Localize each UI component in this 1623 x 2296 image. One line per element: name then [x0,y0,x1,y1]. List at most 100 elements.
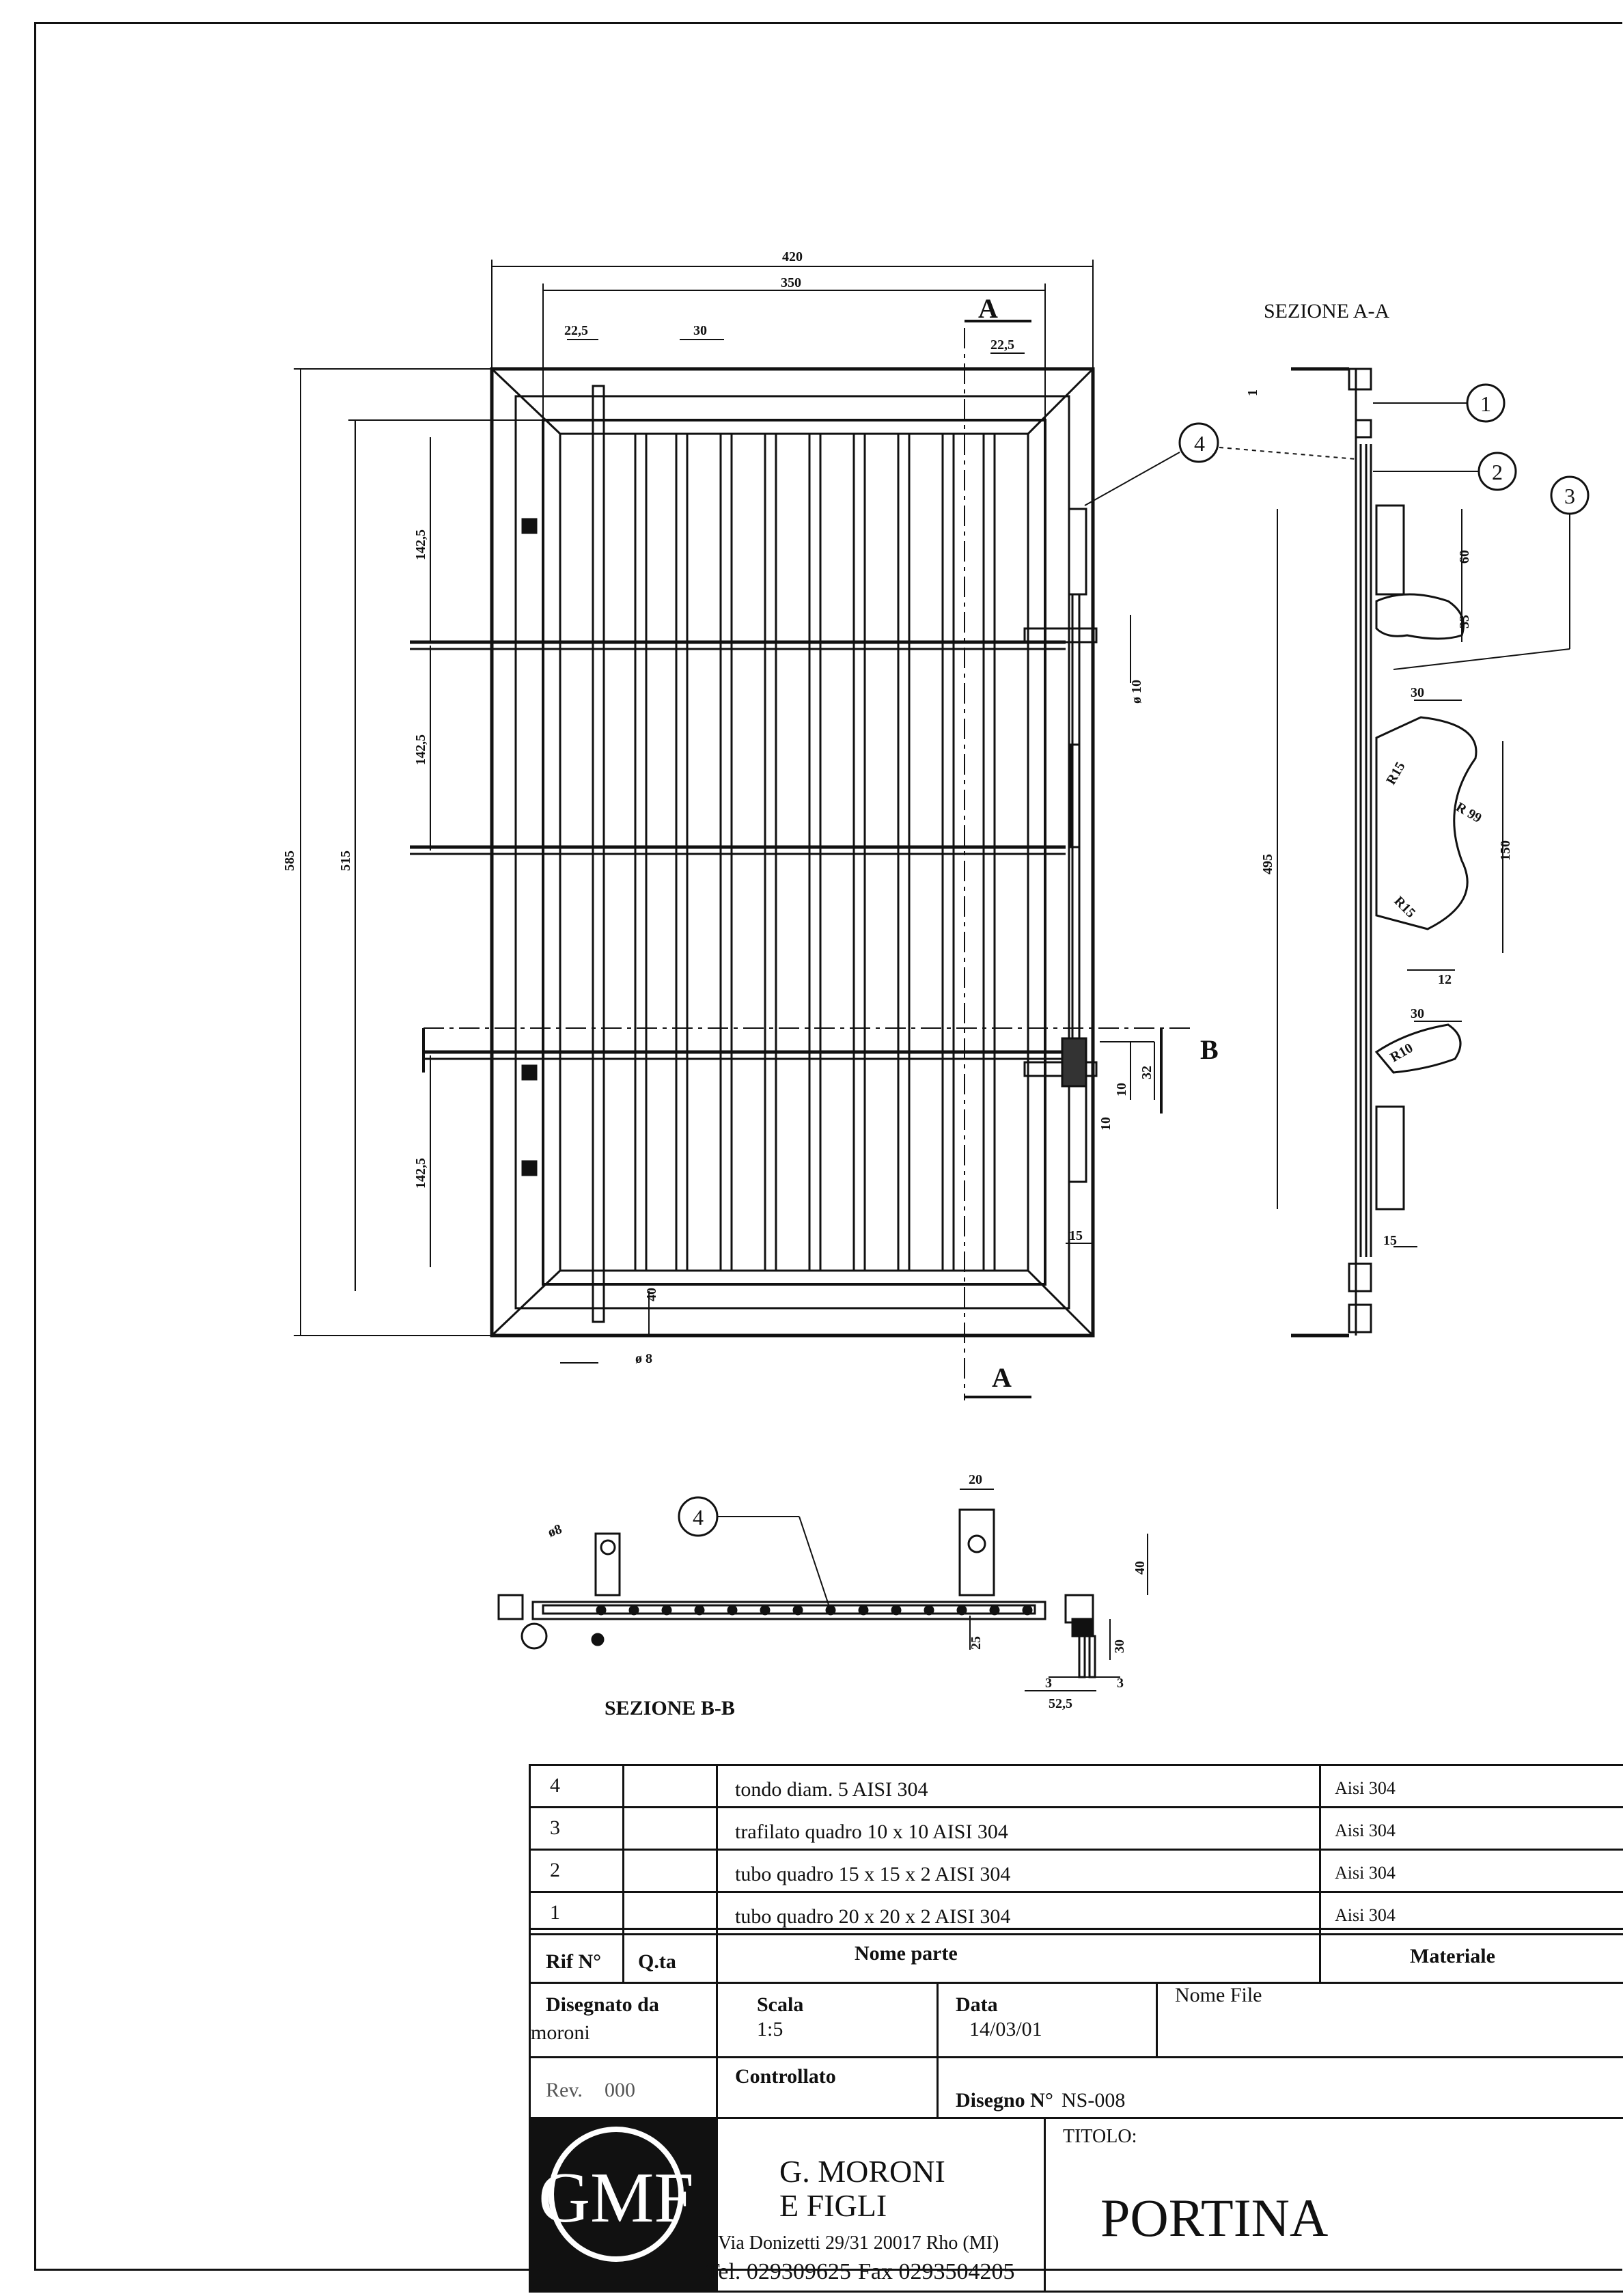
section-bb-view [497,1489,1148,1691]
company-cell: G. MORONI E FIGLI Via Donizetti 29/31 20… [706,2117,1046,2293]
filename-cell: Nome File [1156,1982,1623,2058]
header-material-cell: Materiale [1319,1928,1623,1984]
dim-10b: 10 [1098,1117,1113,1131]
aa-dim-60: 60 [1457,550,1472,564]
part-material-cell: Aisi 304 [1319,1764,1623,1808]
dim-spacing-top: 142,5 [413,529,428,560]
bb-dim-40: 40 [1133,1561,1148,1575]
vertical-bar [675,432,689,1272]
technical-drawing: 420 350 22,5 30 22,5 585 515 142,5 142,5… [282,249,1590,1719]
part-name: tubo quadro 20 x 20 x 2 AISI 304 [735,1905,1011,1928]
bb-dim-30: 30 [1112,1640,1127,1653]
vertical-bar [808,432,822,1272]
header-ref: Rif N° [546,1950,602,1973]
part-ref: 1 [550,1901,560,1924]
section-mark-a-top: A [978,293,998,324]
callout-3: 3 [1564,484,1575,508]
bb-dim-3a: 3 [1045,1676,1052,1691]
header-qty-cell: Q.ta [622,1928,718,1984]
dim-pin-diameter: ø 10 [1129,680,1144,704]
part-ref-cell: 3 [529,1806,624,1851]
part-qty-cell [622,1764,718,1808]
part-name-cell: tubo quadro 15 x 15 x 2 AISI 304 [716,1849,1321,1893]
rev-label: Rev. [546,2079,583,2101]
section-aa-title: SEZIONE A-A [1264,300,1389,322]
section-mark-a-bottom: A [992,1362,1012,1393]
dim-overall-width: 420 [782,249,803,264]
bb-dim-25: 25 [969,1636,984,1650]
vertical-bar [764,432,777,1272]
checked-cell: Controllato [716,2056,939,2119]
date-cell: Data 14/03/01 [937,1982,1158,2058]
checked-label: Controllato [735,2065,836,2088]
drawing-no-cell: Disegno N° NS-008 [937,2056,1623,2119]
part-ref: 4 [550,1774,560,1797]
bar-section-dot [661,1605,672,1616]
part-material: Aisi 304 [1335,1821,1396,1840]
bar-section-dot [792,1605,803,1616]
vertical-bar [634,432,648,1272]
bar-section-dot [596,1605,607,1616]
aa-dim-30b: 30 [1411,1006,1424,1021]
title-label: TITOLO: [1063,2126,1137,2147]
part-name-cell: trafilato quadro 10 x 10 AISI 304 [716,1806,1321,1851]
dim-inner-width: 350 [781,275,801,290]
logo-text: GMF [538,2157,694,2237]
bar-section-dot [694,1605,705,1616]
bb-dim-52: 52,5 [1049,1696,1072,1711]
part-qty-cell [622,1806,718,1851]
company-logo: GMF [538,2127,694,2262]
part-qty-cell [622,1849,718,1893]
title-cell: TITOLO: PORTINA [1044,2117,1623,2293]
aa-dim-30a: 30 [1411,685,1424,700]
part-material-cell: Aisi 304 [1319,1806,1623,1851]
dim-15: 15 [1069,1228,1083,1243]
header-name: Nome parte [855,1942,958,1965]
company-address: Via Donizetti 29/31 20017 Rho (MI) [718,2232,999,2254]
part-name: tubo quadro 15 x 15 x 2 AISI 304 [735,1863,1011,1885]
drawing-no-value: NS-008 [1062,2089,1126,2112]
aa-dim-r15a: R15 [1383,760,1408,788]
part-ref: 3 [550,1816,560,1839]
dim-40: 40 [644,1288,659,1301]
part-ref-cell: 4 [529,1764,624,1808]
bar-section-dot [989,1605,1000,1616]
company-line1: G. MORONI [779,2154,945,2189]
section-bb-title: SEZIONE B-B [605,1697,735,1719]
part-name-cell: tondo diam. 5 AISI 304 [716,1764,1321,1808]
scale-cell: Scala 1:5 [716,1982,939,2058]
dim-pin-bottom: ø 8 [635,1351,652,1366]
company-tel: Tel. 029309625 [706,2259,851,2284]
aa-dim-150: 150 [1498,840,1513,861]
front-view [410,320,1192,1400]
dim-overall-height: 585 [282,850,297,871]
header-material: Materiale [1410,1945,1495,1967]
part-name: tondo diam. 5 AISI 304 [735,1778,928,1801]
bar-section-dot [891,1605,902,1616]
section-mark-b: B [1200,1034,1219,1065]
bar-section-dot [858,1605,869,1616]
scale-value: 1:5 [757,2018,783,2041]
filename-label: Nome File [1175,1984,1262,2006]
bb-dim-20: 20 [969,1472,982,1487]
drawing-no-label: Disegno N° [956,2089,1053,2112]
header-qty: Q.ta [638,1950,676,1973]
section-aa-view [1219,367,1590,1338]
part-material: Aisi 304 [1335,1778,1396,1798]
dim-left-offset: 22,5 [564,323,588,338]
rev-value: 000 [605,2079,635,2101]
bar-section-dot [1022,1605,1033,1616]
dim-32: 32 [1139,1066,1154,1079]
bar-section-dot [760,1605,771,1616]
callout-4-bb: 4 [693,1505,704,1530]
bb-dim-3b: 3 [1117,1676,1124,1691]
date-value: 14/03/01 [969,2018,1042,2041]
part-material: Aisi 304 [1335,1905,1396,1925]
company-line2: E FIGLI [779,2188,887,2223]
scale-label: Scala [757,1993,804,2016]
aa-dim-33: 33 [1457,615,1472,628]
aa-dim-r99: R 99 [1454,799,1484,826]
drawing-title: PORTINA [1100,2188,1329,2247]
aa-dim-r15b: R15 [1391,894,1418,921]
